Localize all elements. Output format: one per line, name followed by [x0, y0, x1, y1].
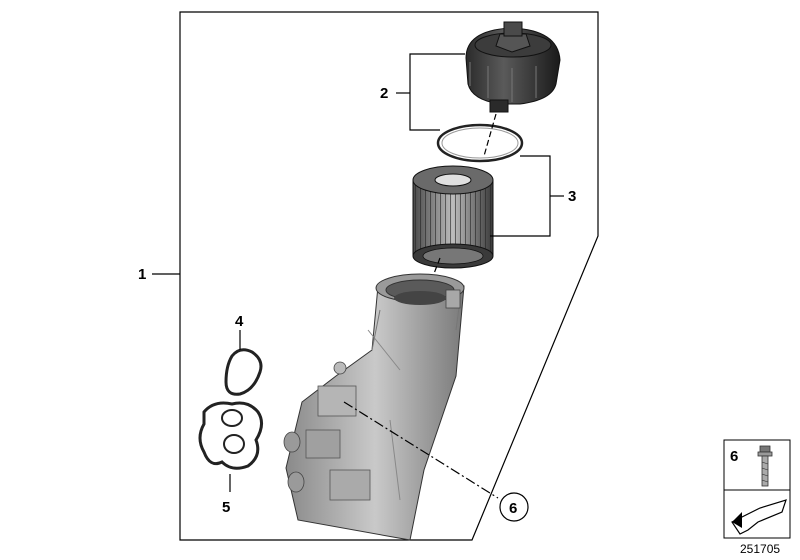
bolt-icon: [757, 445, 773, 487]
cap-o-ring: [436, 123, 524, 163]
leader-3: [490, 155, 551, 237]
oil-filter-cap: [465, 21, 561, 113]
callout-4: 4: [235, 313, 244, 330]
oil-filter-element: [412, 165, 494, 269]
oil-filter-housing: [283, 273, 465, 541]
callout-3: 3: [568, 188, 576, 205]
directional-arrow-icon: [731, 499, 787, 535]
part-legend-box: 6: [723, 439, 791, 539]
gasket-part-4: [224, 348, 263, 396]
centerline-upper: [483, 113, 497, 157]
callout-6-circle: [499, 492, 529, 522]
callout-5: 5: [222, 499, 230, 516]
callout-2: 2: [380, 85, 388, 102]
callout-1: 1: [138, 266, 146, 283]
leader-6: [343, 401, 499, 499]
leader-2: [409, 53, 465, 131]
callout-6: 6: [509, 500, 517, 517]
assembly-frame: [179, 11, 599, 541]
legend-item-number: 6: [730, 448, 738, 465]
document-number: 251705: [740, 542, 780, 556]
gasket-part-5: [198, 401, 263, 470]
